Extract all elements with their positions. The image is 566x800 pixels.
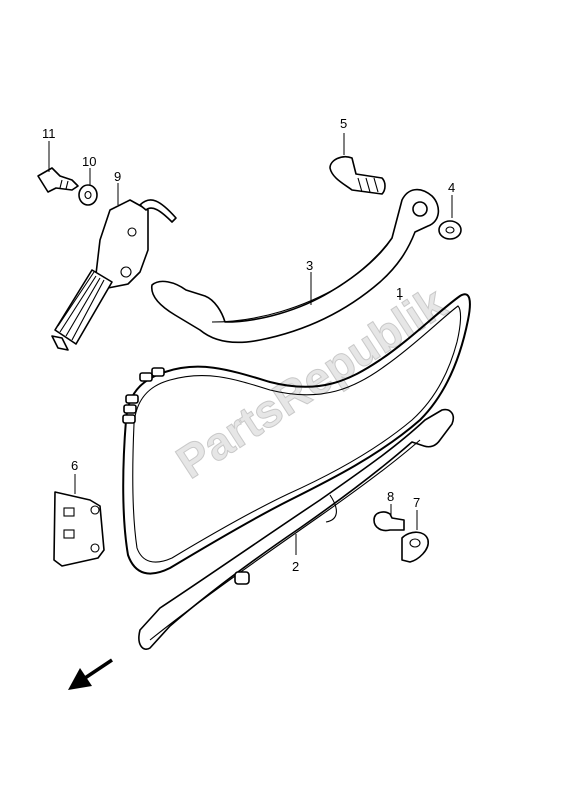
leader-lines <box>48 133 453 555</box>
washer-4[interactable] <box>438 220 462 240</box>
spring <box>51 269 113 351</box>
chain-tensioner-guide[interactable] <box>138 408 455 650</box>
bolt-5[interactable] <box>329 155 386 195</box>
cam-chain[interactable] <box>122 293 471 575</box>
chain-links <box>122 367 165 424</box>
callout-9: 9 <box>114 169 121 184</box>
callout-labels: 1 2 3 4 5 6 7 8 9 10 11 <box>42 116 455 574</box>
callout-5: 5 <box>340 116 347 131</box>
callout-10: 10 <box>82 154 96 169</box>
tensioner-adjuster[interactable] <box>51 199 177 351</box>
callout-8: 8 <box>387 489 394 504</box>
callout-4: 4 <box>448 180 455 195</box>
callout-3: 3 <box>306 258 313 273</box>
chain-guide-small[interactable] <box>53 491 105 567</box>
callout-11: 11 <box>42 126 56 141</box>
washer-tab-7[interactable] <box>401 531 429 563</box>
callout-1: 1 <box>396 285 403 300</box>
callout-6: 6 <box>71 458 78 473</box>
chain-guide-upper[interactable] <box>150 188 440 344</box>
bolt-8[interactable] <box>373 511 405 532</box>
arrow-down-left-icon <box>68 658 113 690</box>
bolt-11[interactable] <box>37 167 79 193</box>
callout-2: 2 <box>292 559 299 574</box>
washer-10[interactable] <box>78 184 98 206</box>
callout-7: 7 <box>413 495 420 510</box>
